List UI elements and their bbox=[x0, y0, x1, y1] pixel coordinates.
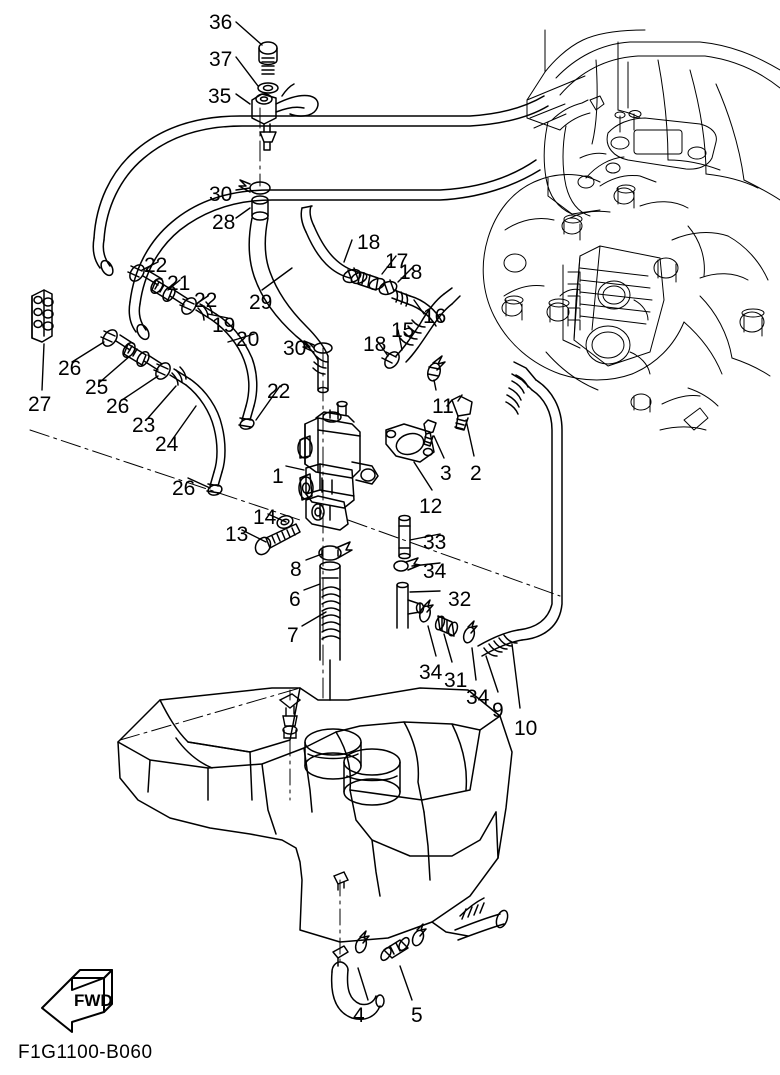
callout-gasket-12: 12 bbox=[419, 495, 443, 518]
bolt-3 bbox=[423, 419, 437, 447]
callout-hose-joint-17: 17 bbox=[385, 250, 409, 273]
callout-bolt-3: 3 bbox=[440, 462, 452, 485]
callout-hose-clamp-34: 34 bbox=[423, 560, 447, 583]
callout-bolt-36: 36 bbox=[209, 11, 233, 34]
callout-hose-clamp-11: 11 bbox=[432, 395, 454, 418]
washer-37 bbox=[257, 82, 279, 94]
diagram-code: F1G1100-B060 bbox=[18, 1042, 153, 1063]
callout-washer-37: 37 bbox=[209, 48, 233, 71]
callout-pipe-joint-32: 32 bbox=[448, 588, 472, 611]
callout-pipe-joint-33: 33 bbox=[423, 531, 447, 554]
gasket-12 bbox=[385, 423, 435, 463]
clamp-34-upper bbox=[393, 557, 421, 572]
callout-hose-joint-23: 23 bbox=[132, 414, 156, 437]
callout-clip-30: 30 bbox=[283, 337, 307, 360]
hose-corrugate-16 bbox=[399, 319, 426, 346]
hose-end-26-lower bbox=[128, 301, 150, 341]
clamp-34-lower-left bbox=[418, 599, 434, 623]
clamp-18-lower bbox=[381, 351, 400, 369]
fuel-tank bbox=[117, 687, 513, 943]
callout-hose-joint-21: 21 bbox=[167, 272, 191, 295]
callout-hose-clamp-22: 22 bbox=[194, 289, 218, 312]
callout-hose-clamp-18: 18 bbox=[399, 261, 423, 284]
callout-hose-joint-25: 25 bbox=[85, 376, 109, 399]
long-hose-lower bbox=[129, 159, 541, 305]
fitting-28 bbox=[251, 195, 269, 221]
callout-fuel-hose-29: 29 bbox=[249, 291, 273, 314]
callout-hose-clamp-22: 22 bbox=[267, 380, 291, 403]
fuel-pump-assembly bbox=[297, 400, 379, 531]
callout-bolt-13: 13 bbox=[225, 523, 249, 546]
callout-fuel-filter-bracket-35: 35 bbox=[208, 85, 232, 108]
callout-hose-spring-7: 7 bbox=[287, 624, 299, 647]
clamp-34-lower-right bbox=[462, 620, 478, 644]
callout-fuel-hose-4: 4 bbox=[353, 1004, 365, 1027]
callout-hose-clamp-34: 34 bbox=[419, 661, 443, 684]
callout-washer-14: 14 bbox=[253, 506, 277, 529]
hose-joint-31 bbox=[434, 615, 459, 637]
callout-hose-clamp-22: 22 bbox=[144, 254, 168, 277]
callout-hose-clamp-26: 26 bbox=[106, 395, 130, 418]
callout-fuel-hose-6: 6 bbox=[289, 588, 301, 611]
hose-line-upper-assembly bbox=[127, 264, 258, 430]
callout-fuel-hose-19: 19 bbox=[212, 314, 236, 337]
callout-hose-fitting-28: 28 bbox=[212, 211, 236, 234]
washer-14 bbox=[276, 515, 294, 529]
bolt-36 bbox=[258, 41, 278, 75]
hose-6 bbox=[319, 561, 341, 661]
callout-hose-joint-5: 5 bbox=[411, 1004, 423, 1027]
hose-line-lower-assembly bbox=[100, 329, 226, 496]
callout-hose-joint-31: 31 bbox=[444, 669, 468, 692]
fwd-label: FWD bbox=[74, 991, 113, 1010]
hose-line-17-assembly bbox=[300, 205, 443, 327]
callout-hose-clamp-26: 26 bbox=[172, 477, 196, 500]
callout-clip-30: 30 bbox=[209, 183, 233, 206]
clamp-11 bbox=[427, 355, 446, 382]
callout-hose-clamp-34: 34 bbox=[466, 686, 490, 709]
callout-hose-clamp-18: 18 bbox=[363, 333, 387, 356]
pipe-joint-32 bbox=[396, 581, 425, 629]
pipe-joint-33 bbox=[398, 514, 411, 560]
callout-fuel-hose-20: 20 bbox=[236, 328, 260, 351]
callout-hose-holder-bracket-27: 27 bbox=[28, 393, 52, 416]
callout-fuel-hose-15: 15 bbox=[391, 319, 415, 342]
center-line-vertical bbox=[259, 107, 324, 701]
callout-bolt-2: 2 bbox=[470, 462, 482, 485]
long-hose-upper bbox=[93, 95, 549, 241]
callout-fuel-pump-assembly-1: 1 bbox=[272, 465, 284, 488]
clamp-8 bbox=[318, 541, 353, 561]
hose-spring-7 bbox=[321, 586, 341, 640]
callout-fuel-hose-24: 24 bbox=[155, 433, 179, 456]
hose-15-16 bbox=[395, 287, 461, 363]
callout-hose-clamp-18: 18 bbox=[357, 231, 381, 254]
hose-holder-27 bbox=[31, 289, 54, 343]
callout-hose-clamp-8: 8 bbox=[290, 558, 302, 581]
hose-end-22-upper bbox=[92, 237, 114, 277]
bolt-2 bbox=[446, 394, 473, 431]
callout-fuel-hose-16: 16 bbox=[423, 305, 447, 328]
callout-fuel-hose-10: 10 bbox=[514, 717, 538, 740]
engine-block-outline bbox=[482, 29, 780, 431]
callout-fuel-hose-9: 9 bbox=[492, 699, 504, 722]
callout-hose-clamp-26: 26 bbox=[58, 357, 82, 380]
hose-9-10 bbox=[477, 361, 563, 657]
